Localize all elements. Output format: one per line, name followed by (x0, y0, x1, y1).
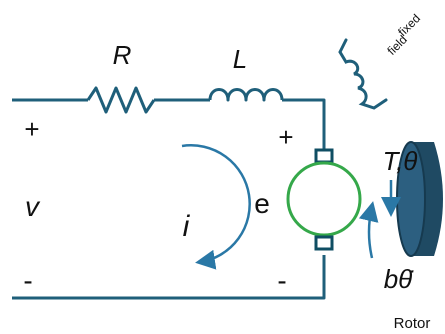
source-minus-label: - (23, 265, 32, 296)
emf-plus-label: + (278, 122, 293, 152)
motor (286, 148, 362, 251)
torque-angle-label: T,θ (383, 146, 418, 176)
source-plus-label: + (24, 114, 39, 144)
rotor-label: Rotor (394, 315, 431, 332)
damping-arrow-icon (358, 201, 379, 259)
emf-minus-label: - (277, 265, 286, 296)
current-label: i (183, 210, 191, 243)
bottom-wire (12, 255, 326, 300)
damping-label: bθ̇ (384, 264, 415, 294)
top-wire-right (282, 98, 326, 150)
inductor-coil (208, 88, 284, 102)
current-direction-arrow-icon (181, 144, 251, 270)
circuit-wires (12, 86, 326, 300)
emf-label: e (254, 188, 270, 219)
inductor-label: L (233, 44, 247, 74)
motor-top-brush (314, 148, 334, 164)
fixed-field-coil-icon (338, 38, 388, 110)
resistor-zigzag (86, 86, 156, 114)
resistor-label: R (113, 40, 132, 70)
rotor-disk (396, 141, 443, 257)
motor-bottom-brush (314, 235, 334, 251)
source-voltage-label: v (25, 191, 41, 222)
motor-armature (286, 161, 362, 237)
